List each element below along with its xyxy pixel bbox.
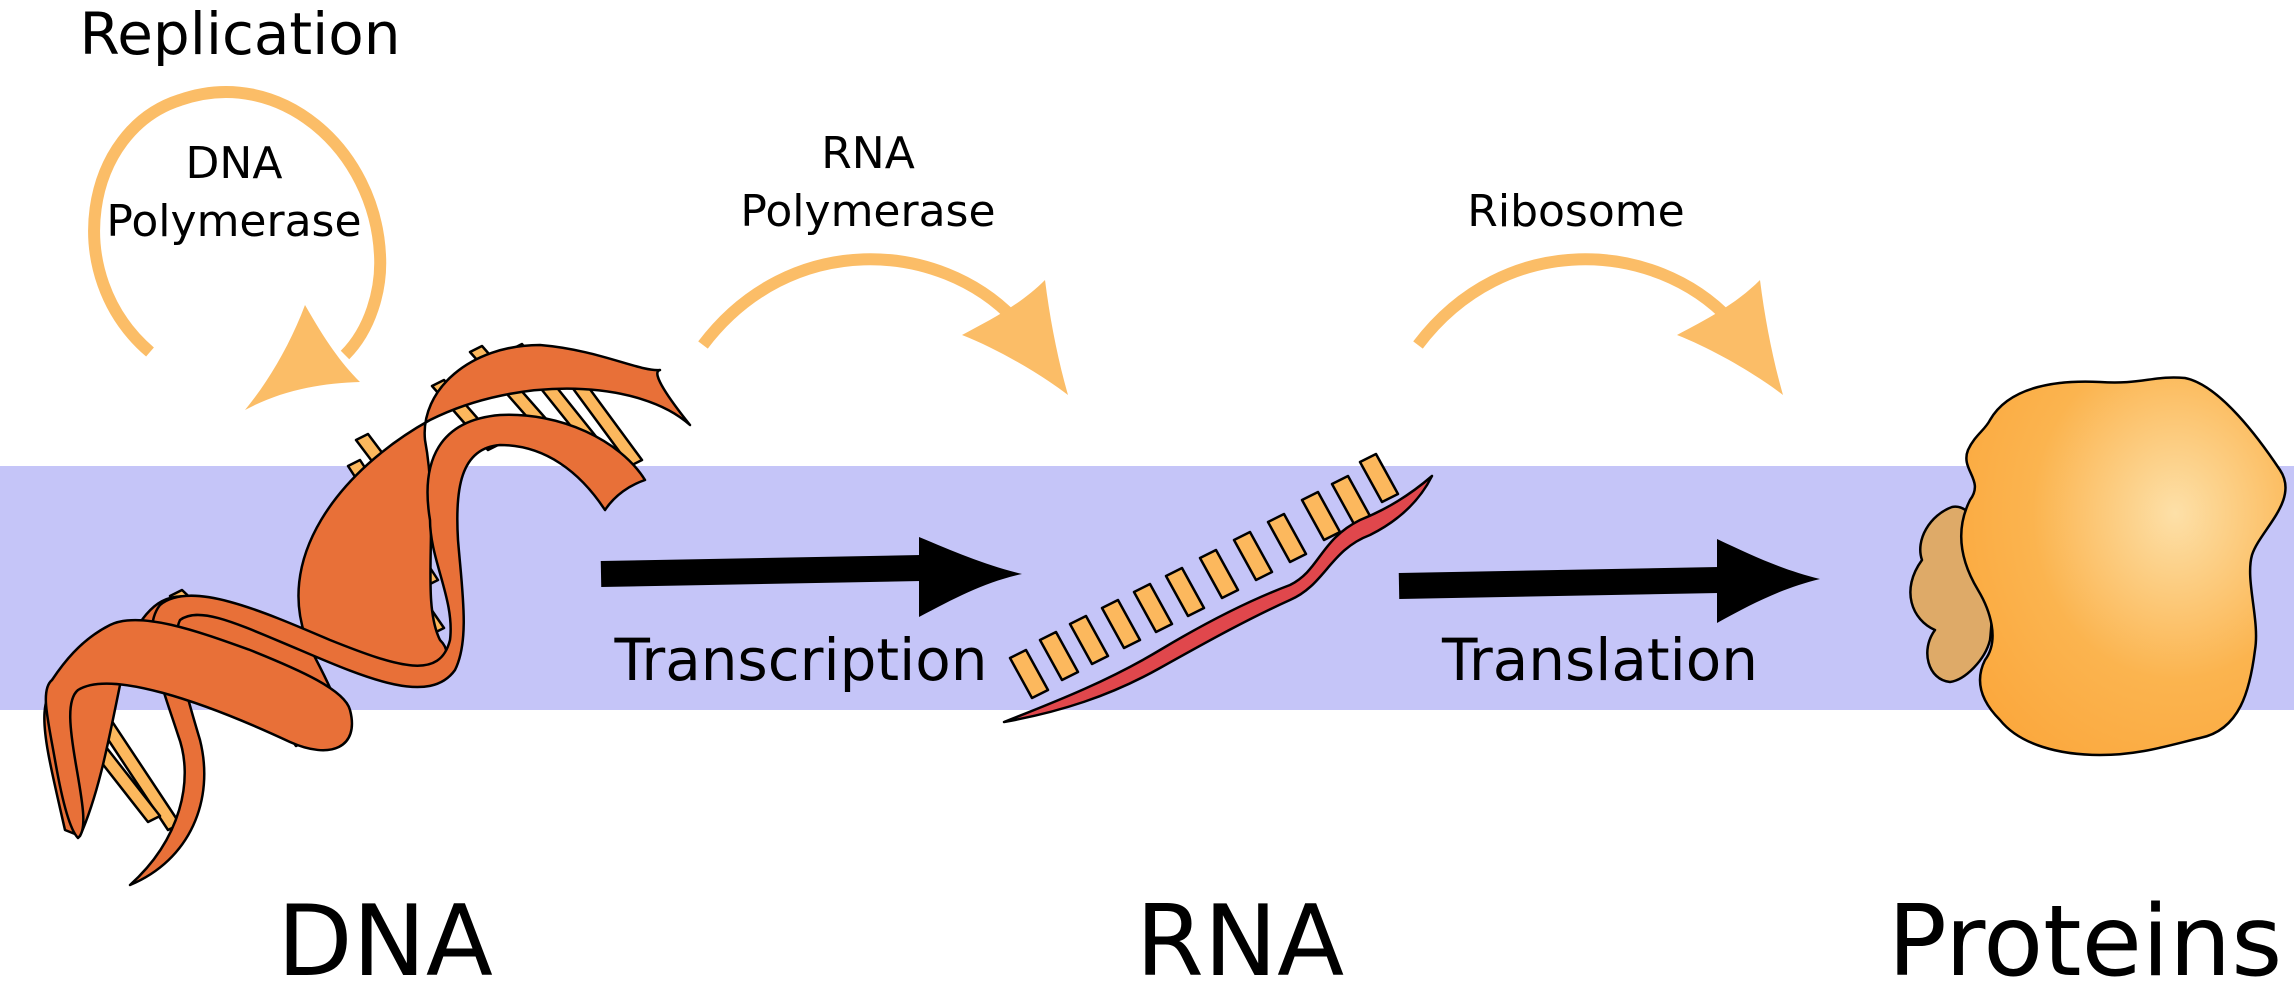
single-strand-rna-icon bbox=[1002, 452, 1434, 724]
rna-label: RNA bbox=[1136, 885, 1344, 996]
folded-protein-icon bbox=[1909, 376, 2287, 757]
dna-polymerase-label-line1: DNA bbox=[186, 138, 283, 189]
translation-arrow bbox=[1398, 539, 1820, 623]
transcription-label: Transcription bbox=[613, 626, 987, 694]
ribosome-arrow bbox=[1413, 253, 1783, 395]
ribosome-label: Ribosome bbox=[1467, 186, 1684, 237]
transcription-arrow bbox=[600, 537, 1022, 617]
dna-label: DNA bbox=[277, 885, 493, 996]
replication-arrow bbox=[88, 86, 387, 410]
dna-polymerase-label-line2: Polymerase bbox=[106, 196, 361, 247]
translation-label: Translation bbox=[1441, 626, 1758, 694]
replication-label: Replication bbox=[80, 0, 401, 68]
proteins-label: Proteins bbox=[1888, 885, 2283, 996]
rna-polymerase-label-line1: RNA bbox=[821, 128, 915, 179]
rna-polymerase-arrow bbox=[698, 253, 1068, 395]
double-helix-icon bbox=[43, 342, 692, 887]
rna-polymerase-label-line2: Polymerase bbox=[740, 186, 995, 237]
